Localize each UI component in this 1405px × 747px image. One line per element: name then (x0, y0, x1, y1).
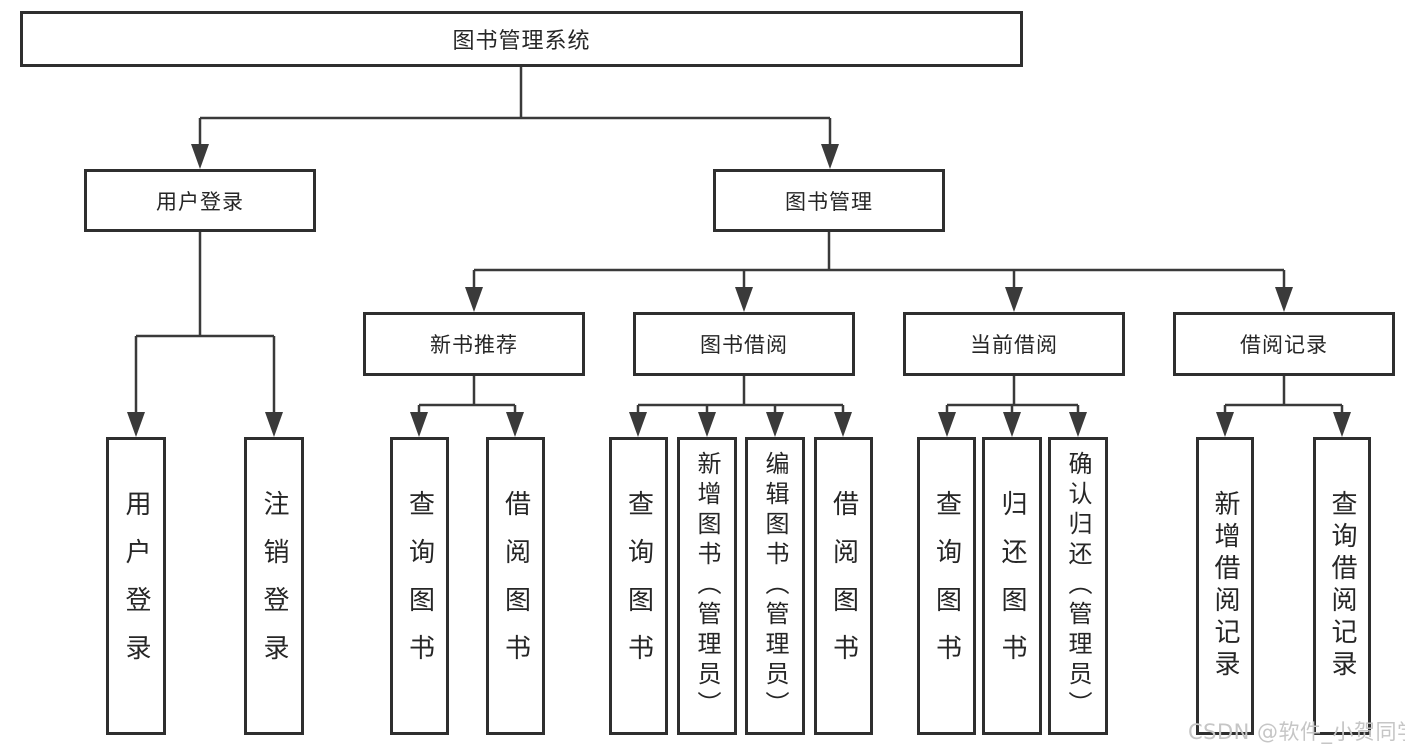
arrow-down-icon (938, 412, 956, 437)
leaf-label: 确认归还（管理员） (1064, 451, 1092, 721)
leaf-br-query-record: 查询借阅记录 (1313, 437, 1371, 735)
arrow-down-icon (1069, 412, 1087, 437)
arrow-down-icon (735, 287, 753, 312)
connector-borrow-records-children (1223, 376, 1344, 414)
leaf-bb-borrow-books: 借阅图书 (814, 437, 873, 735)
leaf-user-login: 用户登录 (106, 437, 166, 735)
leaf-bb-add-books-admin: 新增图书（管理员） (677, 437, 737, 735)
arrow-down-icon (265, 412, 283, 437)
arrow-down-icon (1005, 287, 1023, 312)
leaf-label: 查询图书 (623, 490, 654, 682)
leaf-label: 借阅图书 (500, 490, 531, 682)
node-borrow-records: 借阅记录 (1173, 312, 1395, 376)
arrow-down-icon (629, 412, 647, 437)
leaf-label: 查询图书 (404, 490, 435, 682)
leaf-bb-query-books: 查询图书 (609, 437, 668, 735)
arrow-down-icon (1003, 412, 1021, 437)
leaf-label: 新增借阅记录 (1210, 490, 1240, 682)
connector-current-borrow-children (945, 376, 1080, 414)
leaf-label: 查询借阅记录 (1327, 490, 1357, 682)
arrow-down-icon (766, 412, 784, 437)
leaf-cb-query-books: 查询图书 (917, 437, 976, 735)
arrow-down-icon (821, 144, 839, 169)
connector-new-rec-children (417, 376, 517, 414)
arrow-down-icon (698, 412, 716, 437)
leaf-br-add-record: 新增借阅记录 (1196, 437, 1254, 735)
node-root: 图书管理系统 (20, 11, 1023, 67)
csdn-watermark: CSDN @软件_小贺同学 (1188, 720, 1405, 744)
node-book-management: 图书管理 (713, 169, 945, 232)
leaf-label: 新增图书（管理员） (693, 451, 721, 721)
connector-book-mgmt-children (472, 232, 1286, 289)
arrow-down-icon (1333, 412, 1351, 437)
leaf-label: 注销登录 (259, 490, 289, 682)
arrow-down-icon (834, 412, 852, 437)
leaf-label: 用户登录 (121, 490, 151, 682)
node-book-borrow: 图书借阅 (633, 312, 855, 376)
leaf-logout: 注销登录 (244, 437, 304, 735)
arrow-down-icon (127, 412, 145, 437)
leaf-cb-return-books: 归还图书 (982, 437, 1042, 735)
node-new-book-recommend: 新书推荐 (363, 312, 585, 376)
connector-book-borrow-children (636, 376, 845, 414)
leaf-label: 编辑图书（管理员） (761, 451, 789, 721)
arrow-down-icon (1275, 287, 1293, 312)
leaf-label: 归还图书 (997, 490, 1027, 682)
node-user-login: 用户登录 (84, 169, 316, 232)
leaf-label: 查询图书 (931, 490, 962, 682)
arrow-down-icon (465, 287, 483, 312)
leaf-rec-borrow-books: 借阅图书 (486, 437, 545, 735)
node-current-borrow: 当前借阅 (903, 312, 1125, 376)
leaf-rec-query-books: 查询图书 (390, 437, 449, 735)
connector-user-login-children (134, 232, 276, 414)
arrow-down-icon (1216, 412, 1234, 437)
connector-root-to-level1 (198, 67, 832, 146)
leaf-bb-edit-books-admin: 编辑图书（管理员） (745, 437, 805, 735)
arrow-down-icon (191, 144, 209, 169)
arrow-down-icon (506, 412, 524, 437)
leaf-label: 借阅图书 (828, 490, 859, 682)
leaf-cb-confirm-return-admin: 确认归还（管理员） (1048, 437, 1108, 735)
arrow-down-icon (410, 412, 428, 437)
